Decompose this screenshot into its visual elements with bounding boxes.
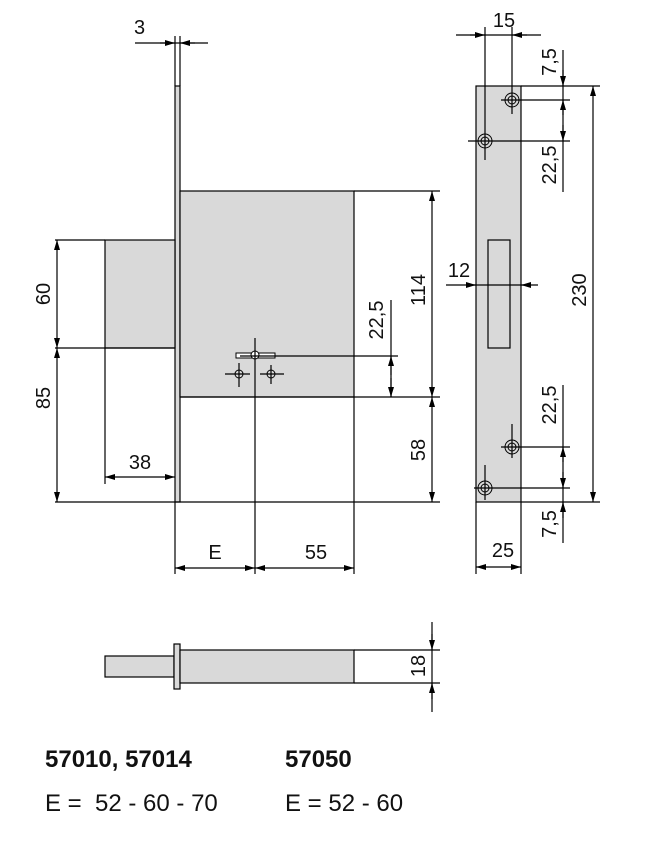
case-side [179, 649, 355, 684]
dim-faceplate-thickness: 3 [134, 17, 145, 39]
lock-case [179, 190, 355, 398]
dim-side-thickness: 18 [408, 655, 430, 677]
dim-strike-height: 230 [569, 273, 591, 306]
faceplate [174, 85, 181, 503]
side-view: 18 [104, 622, 440, 712]
dim-slot-width: 12 [448, 260, 470, 282]
dim-bottom-offset: 58 [408, 439, 430, 461]
dim-hole-spacing-top: 22,5 [539, 146, 561, 185]
front-view: 3 60 85 38 114 22,5 58 E 55 [33, 17, 440, 574]
dim-hole-spacing-bottom: 22,5 [539, 386, 561, 425]
dim-strike-width-bottom: 25 [492, 540, 514, 562]
bolt-shaft [104, 655, 175, 678]
dim-key-spacing: 22,5 [366, 301, 388, 340]
strike-plate-view: 15 7,5 22,5 12 230 22,5 7,5 25 [446, 10, 600, 574]
latch-bolt [104, 239, 176, 349]
dim-strike-width-top: 15 [493, 10, 515, 32]
dim-bolt-projection: 38 [129, 452, 151, 474]
legend-left-e-values: E = 52 - 60 - 70 [45, 790, 218, 817]
faceplate-edge [173, 643, 181, 690]
dim-hole-bottom-offset: 7,5 [539, 510, 561, 538]
dim-backset-e: E [208, 542, 221, 564]
legend-right-e-values: E = 52 - 60 [285, 790, 404, 817]
dim-bolt-height: 60 [33, 283, 55, 305]
dim-bolt-to-bottom: 85 [33, 387, 55, 409]
strike-slot [487, 239, 511, 349]
dim-hole-top-offset: 7,5 [539, 48, 561, 76]
legend-left-models: 57010, 57014 [45, 746, 192, 773]
legend-right-models: 57050 [285, 746, 352, 773]
dim-case-height: 114 [408, 274, 430, 306]
dim-case-depth: 55 [305, 542, 327, 564]
